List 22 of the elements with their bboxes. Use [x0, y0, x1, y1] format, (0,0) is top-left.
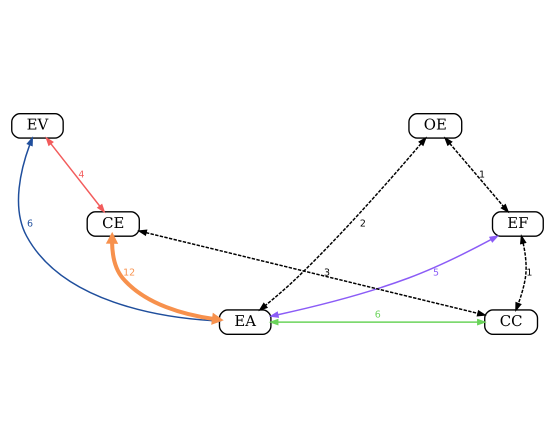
edge-label: 6 [27, 218, 34, 230]
edge-label: 1 [526, 268, 532, 279]
arrow [515, 234, 527, 312]
node-box: CC [484, 309, 538, 335]
edge-label: 4 [78, 169, 84, 180]
edge-label: 12 [123, 268, 136, 279]
node-box: EA [218, 309, 272, 335]
edge-label: 6 [374, 310, 381, 321]
edge-label: 5 [432, 268, 440, 279]
edge-label: 3 [324, 268, 330, 279]
arrow [268, 318, 487, 326]
edge-label: 2 [360, 218, 366, 230]
node-box: EV [11, 113, 64, 139]
edge-label: 1 [479, 169, 486, 180]
node-box: EF [492, 211, 544, 237]
arrow [444, 136, 510, 214]
node-box: CE [86, 211, 140, 237]
node-box: OE [408, 113, 462, 139]
arrow [45, 136, 106, 214]
arrow [268, 235, 500, 318]
arrow [258, 136, 427, 312]
arrow [137, 229, 487, 317]
